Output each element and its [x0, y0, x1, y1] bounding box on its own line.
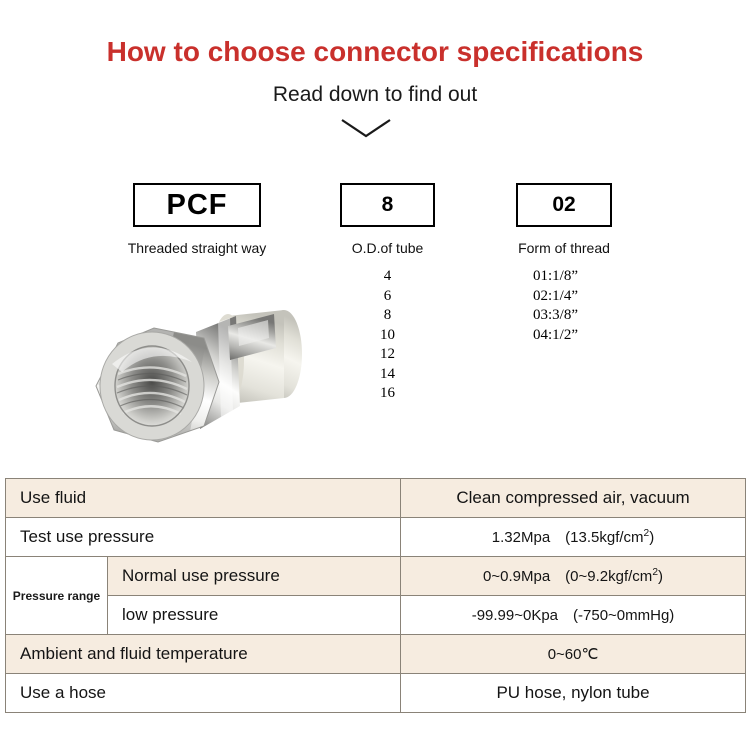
specification-table: Use fluid Clean compressed air, vacuum T… — [4, 478, 747, 713]
product-photo — [78, 286, 328, 468]
table-row: Use a hose PU hose, nylon tube — [4, 673, 747, 713]
list-item: 03:3/8” — [533, 307, 578, 323]
page-subtitle: Read down to find out — [272, 83, 478, 106]
spec-value-use-fluid: Clean compressed air, vacuum — [400, 478, 747, 518]
spec-code-caption-thread-form: Form of thread — [518, 240, 610, 256]
spec-label-use-fluid: Use fluid — [4, 478, 402, 518]
spec-label-test-use-pressure: Test use pressure — [4, 517, 402, 557]
spec-value-normal-use-pressure: 0~0.9Mpa (0~9.2kgf/cm2) — [400, 556, 747, 596]
list-item: 4 — [383, 268, 392, 284]
spec-code-caption-tube-od: O.D.of tube — [351, 240, 424, 256]
list-item: 16 — [380, 385, 395, 401]
spec-label-ambient-temperature: Ambient and fluid temperature — [4, 634, 402, 674]
spec-value-low-pressure: -99.99~0Kpa (-750~0mmHg) — [400, 595, 747, 635]
table-row: low pressure -99.99~0Kpa (-750~0mmHg) — [6, 595, 747, 635]
list-item: 12 — [380, 346, 395, 362]
spec-code-box-thread-form: 02 — [516, 183, 612, 227]
spec-code-caption-series: Threaded straight way — [127, 240, 267, 256]
spec-code-box-tube-od: 8 — [340, 183, 435, 227]
table-row: Ambient and fluid temperature 0~60℃ — [4, 634, 747, 674]
list-item: 8 — [383, 307, 392, 323]
spec-label-normal-use-pressure: Normal use pressure — [106, 556, 402, 596]
list-item: 14 — [380, 365, 395, 382]
list-item: 02:1/4” — [533, 287, 578, 304]
thread-form-option-list: 01:1/8” 02:1/4” 03:3/8” 04:1/2” — [533, 267, 633, 345]
list-item: 04:1/2” — [533, 326, 578, 343]
table-row: Test use pressure 1.32Mpa (13.5kgf/cm2) — [4, 517, 747, 557]
spec-value-test-use-pressure: 1.32Mpa (13.5kgf/cm2) — [400, 517, 747, 557]
list-item: 10 — [380, 326, 395, 343]
spec-value-use-a-hose: PU hose, nylon tube — [400, 673, 747, 713]
chevron-down-icon — [340, 118, 392, 144]
list-item: 01:1/8” — [533, 268, 578, 284]
list-item: 6 — [383, 287, 392, 304]
spec-value-ambient-temperature: 0~60℃ — [400, 634, 747, 674]
spec-label-low-pressure: low pressure — [106, 595, 402, 635]
spec-label-use-a-hose: Use a hose — [4, 673, 402, 713]
table-row: Use fluid Clean compressed air, vacuum — [4, 478, 747, 518]
page-title: How to choose connector specifications — [106, 36, 644, 67]
tube-od-option-list: 4 6 8 10 12 14 16 — [333, 267, 442, 404]
spec-code-box-series: PCF — [133, 183, 261, 227]
table-row: Pressure range Normal use pressure 0~0.9… — [5, 556, 747, 635]
spec-group-label-pressure-range: Pressure range — [5, 556, 108, 635]
